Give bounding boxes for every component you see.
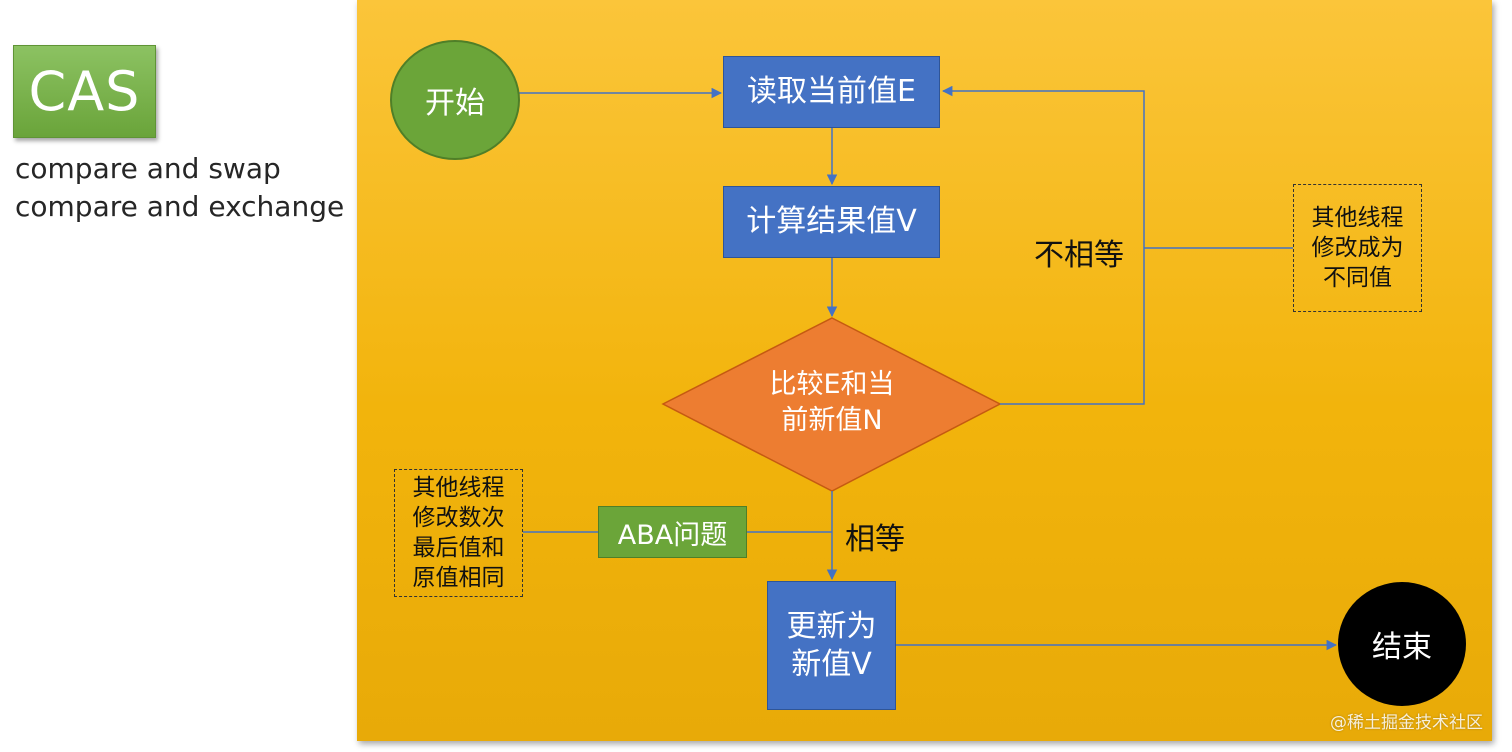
read-value-box: 读取当前值E (723, 56, 940, 128)
update-label-line-2: 新值V (791, 646, 872, 682)
start-node: 开始 (390, 40, 520, 160)
note-right-line: 其他线程 (1311, 205, 1404, 231)
decision-label-line-1: 比较E和当 (769, 369, 895, 400)
note-left-line: 修改数次 (412, 505, 505, 531)
note-left-line: 最后值和 (412, 535, 505, 561)
end-node: 结束 (1338, 582, 1466, 706)
cas-badge: CAS (13, 45, 156, 138)
update-label-line-1: 更新为 (786, 608, 877, 644)
equal-label: 相等 (845, 522, 905, 557)
aba-problem-box: ABA问题 (598, 506, 747, 558)
decision-label: 比较E和当 前新值N (743, 367, 921, 439)
note-left-line: 其他线程 (412, 475, 505, 501)
flowchart-panel: 开始 读取当前值E 计算结果值V 比较E和当 前新值N 更新为 新值V 结束 不… (357, 0, 1492, 741)
note-other-thread-different: 其他线程 修改成为 不同值 (1293, 184, 1422, 312)
note-right-line: 不同值 (1323, 265, 1392, 291)
not-equal-label: 不相等 (1034, 238, 1124, 273)
decision-label-line-2: 前新值N (781, 405, 883, 436)
note-right-line: 修改成为 (1311, 235, 1404, 261)
note-left-line: 原值相同 (412, 565, 505, 591)
cas-subtitle-1: compare and swap (15, 152, 281, 185)
cas-subtitle-2: compare and exchange (15, 190, 345, 223)
compute-value-box: 计算结果值V (723, 186, 940, 258)
watermark: @稀土掘金技术社区 (1330, 713, 1483, 733)
note-other-thread-same: 其他线程 修改数次 最后值和 原值相同 (394, 469, 523, 597)
update-value-box: 更新为 新值V (767, 581, 896, 710)
connectors (517, 85, 1338, 651)
